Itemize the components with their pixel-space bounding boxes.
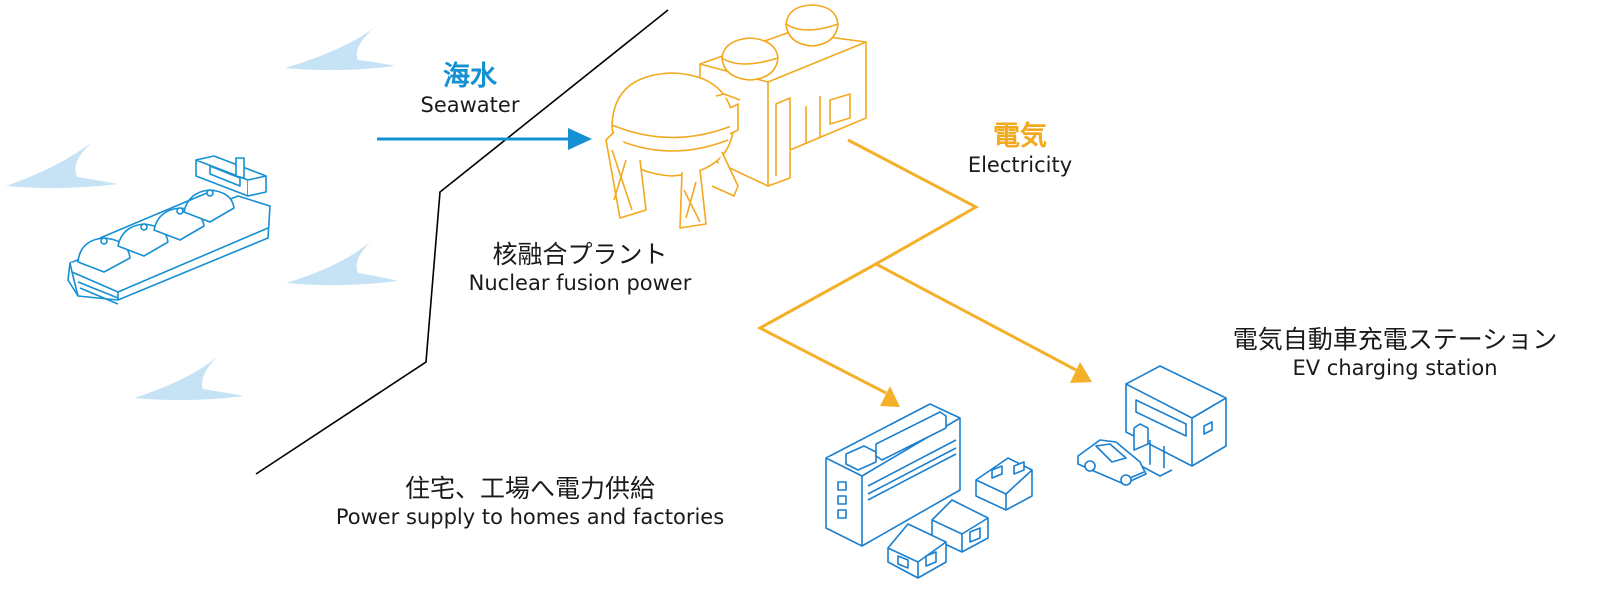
ev-station-label: 電気自動車充電ステーション EV charging station	[1200, 325, 1590, 381]
power-supply-label-ja: 住宅、工場へ電力供給	[404, 474, 655, 503]
house-icon	[887, 523, 947, 579]
wave-icon	[6, 27, 398, 401]
car-icon	[1077, 439, 1147, 486]
fusion-plant-icon	[605, 4, 867, 229]
fusion-plant-label-ja: 核融合プラント	[492, 240, 668, 269]
fusion-plant-label: 核融合プラント Nuclear fusion power	[430, 240, 730, 296]
factory-icon	[825, 403, 961, 547]
seawater-label-ja: 海水	[443, 61, 497, 92]
electricity-label-ja: 電気	[993, 121, 1047, 152]
electricity-lines	[756, 138, 1077, 395]
coastline	[255, 9, 669, 475]
seawater-label-en: Seawater	[420, 93, 520, 117]
house-icon	[975, 457, 1033, 511]
seawater-arrow	[377, 128, 592, 150]
ev-station-icon	[1125, 365, 1227, 477]
ev-station-label-ja: 電気自動車充電ステーション	[1232, 325, 1558, 354]
seawater-label: 海水 Seawater	[370, 62, 570, 118]
house-icon	[931, 499, 989, 553]
ev-station-label-en: EV charging station	[1292, 356, 1498, 380]
fusion-plant-label-en: Nuclear fusion power	[468, 271, 692, 295]
ev-station-arrowhead	[1070, 362, 1092, 383]
power-supply-label: 住宅、工場へ電力供給 Power supply to homes and fac…	[300, 474, 760, 530]
electricity-label-en: Electricity	[967, 153, 1073, 177]
ship-icon	[67, 155, 271, 305]
factory-arrowhead	[880, 386, 900, 407]
power-supply-label-en: Power supply to homes and factories	[335, 505, 725, 529]
electricity-label: 電気 Electricity	[940, 122, 1100, 178]
